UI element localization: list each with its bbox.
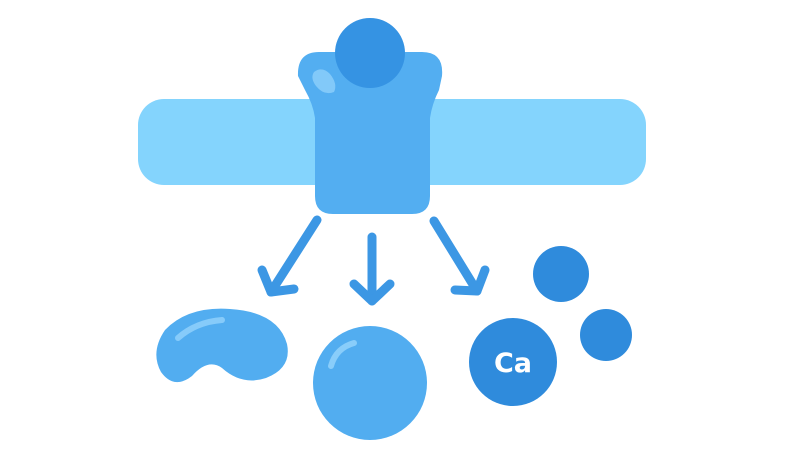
sphere-body (313, 326, 427, 440)
small-ion-upper (533, 246, 589, 302)
calcium-ion-label: Ca (494, 348, 532, 379)
sphere-highlight (328, 340, 357, 369)
bean-messenger-icon (156, 308, 288, 383)
small-ion-lower (580, 309, 632, 361)
arrow-center (349, 232, 395, 306)
arrow-left (257, 215, 322, 297)
receptor-highlight (312, 69, 336, 94)
sphere-messenger-icon (313, 326, 427, 440)
receptor-protein-icon (297, 18, 443, 214)
calcium-ion-circle (469, 318, 557, 406)
arrow-right (429, 216, 490, 296)
ligand-cap (335, 18, 405, 88)
bean-highlight (175, 317, 225, 341)
receptor-body (297, 52, 443, 214)
signal-arrows (257, 215, 490, 306)
calcium-ion-icon: Ca (469, 318, 557, 406)
